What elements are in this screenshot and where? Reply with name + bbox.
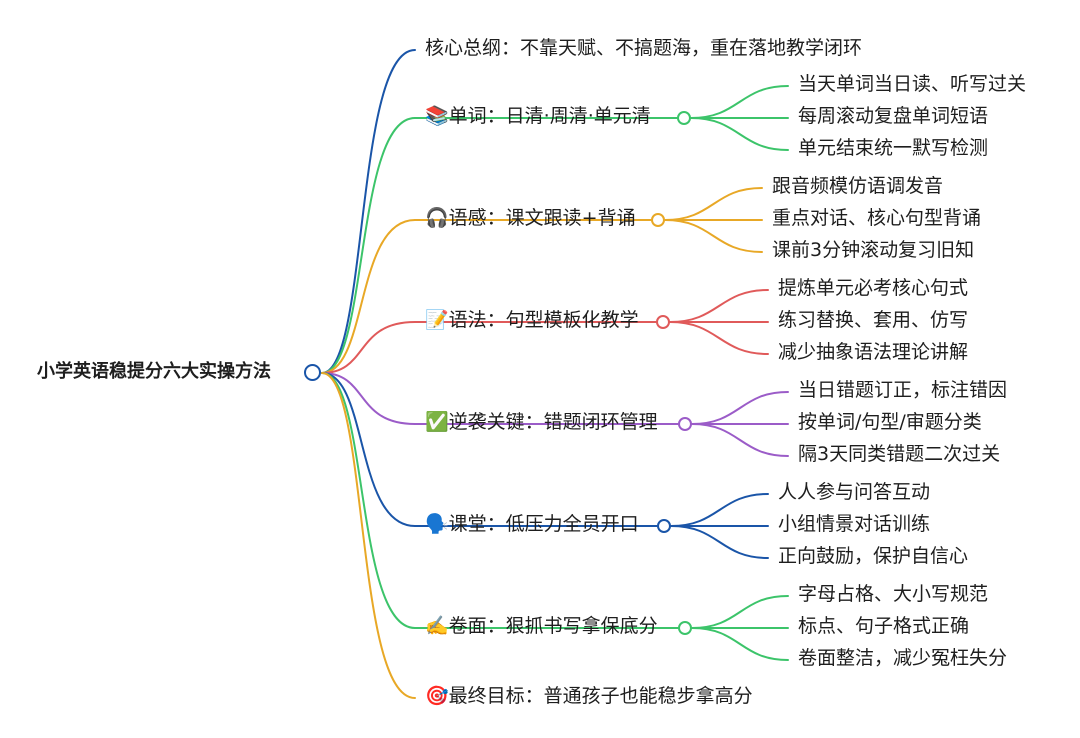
child-connector-3-1 [664, 187, 763, 221]
branch-label-2: 📚单词：日清·周清·单元清 [425, 105, 651, 127]
child-label-2-1: 当天单词当日读、听写过关 [798, 73, 1027, 95]
child-label-6-1: 人人参与问答互动 [778, 481, 931, 503]
child-label-6-3: 正向鼓励，保护自信心 [778, 545, 969, 567]
child-label-4-3: 减少抽象语法理论讲解 [778, 341, 969, 363]
branch-node-circle-4[interactable] [656, 315, 670, 329]
branch-connector-3 [321, 219, 416, 374]
child-label-3-2: 重点对话、核心句型背诵 [772, 207, 982, 229]
child-label-3-3: 课前3分钟滚动复习旧知 [772, 239, 975, 261]
child-label-5-1: 当日错题订正，标注错因 [798, 379, 1008, 401]
child-connector-7-3 [691, 627, 789, 661]
branch-node-circle-2[interactable] [677, 111, 691, 125]
child-connector-4-1 [669, 289, 769, 323]
root-label: 小学英语稳提分六大实操方法 [37, 361, 271, 382]
child-label-3-1: 跟音频模仿语调发音 [772, 175, 944, 197]
child-connector-2-1 [690, 85, 789, 119]
branch-node-circle-7[interactable] [678, 621, 692, 635]
child-connector-6-3 [670, 525, 769, 559]
child-label-4-2: 练习替换、套用、仿写 [778, 309, 969, 331]
branch-node-circle-3[interactable] [651, 213, 665, 227]
branch-label-3: 🎧语感：课文跟读+背诵 [425, 207, 636, 229]
child-label-4-1: 提炼单元必考核心句式 [778, 277, 969, 299]
root-node-circle[interactable] [304, 364, 321, 381]
child-connector-5-3 [691, 423, 789, 457]
branch-node-circle-5[interactable] [678, 417, 692, 431]
branch-label-7: ✍️卷面：狠抓书写拿保底分 [425, 615, 658, 637]
child-label-2-2: 每周滚动复盘单词短语 [798, 105, 989, 127]
child-label-2-3: 单元结束统一默写检测 [798, 137, 989, 159]
branch-connector-5 [321, 372, 416, 425]
child-connector-4-3 [669, 321, 769, 355]
child-connector-6-1 [670, 493, 769, 527]
branch-label-6: 🗣️课堂：低压力全员开口 [425, 513, 639, 535]
child-connector-7-1 [691, 595, 789, 629]
child-connector-5-1 [691, 391, 789, 425]
branch-label-8: 🎯最终目标：普通孩子也能稳步拿高分 [425, 685, 753, 707]
child-label-7-3: 卷面整洁，减少冤枉失分 [798, 647, 1008, 669]
child-label-7-2: 标点、句子格式正确 [798, 615, 970, 637]
branch-connector-2 [321, 117, 416, 374]
child-connector-2-3 [690, 117, 789, 151]
child-label-7-1: 字母占格、大小写规范 [798, 583, 989, 605]
branch-connector-4 [321, 321, 416, 374]
child-label-5-3: 隔3天同类错题二次过关 [798, 443, 1001, 465]
branch-connector-6 [321, 372, 416, 527]
branch-connector-8 [321, 372, 416, 699]
branch-label-5: ✅逆袭关键：错题闭环管理 [425, 411, 658, 433]
branch-connector-1 [321, 49, 416, 374]
branch-label-1: 核心总纲：不靠天赋、不搞题海，重在落地教学闭环 [425, 37, 863, 59]
branch-connector-7 [321, 372, 416, 629]
branch-label-4: 📝语法：句型模板化教学 [425, 309, 639, 331]
child-label-6-2: 小组情景对话训练 [778, 513, 931, 535]
branch-node-circle-6[interactable] [657, 519, 671, 533]
child-connector-3-3 [664, 219, 763, 253]
child-label-5-2: 按单词/句型/审题分类 [798, 411, 982, 433]
